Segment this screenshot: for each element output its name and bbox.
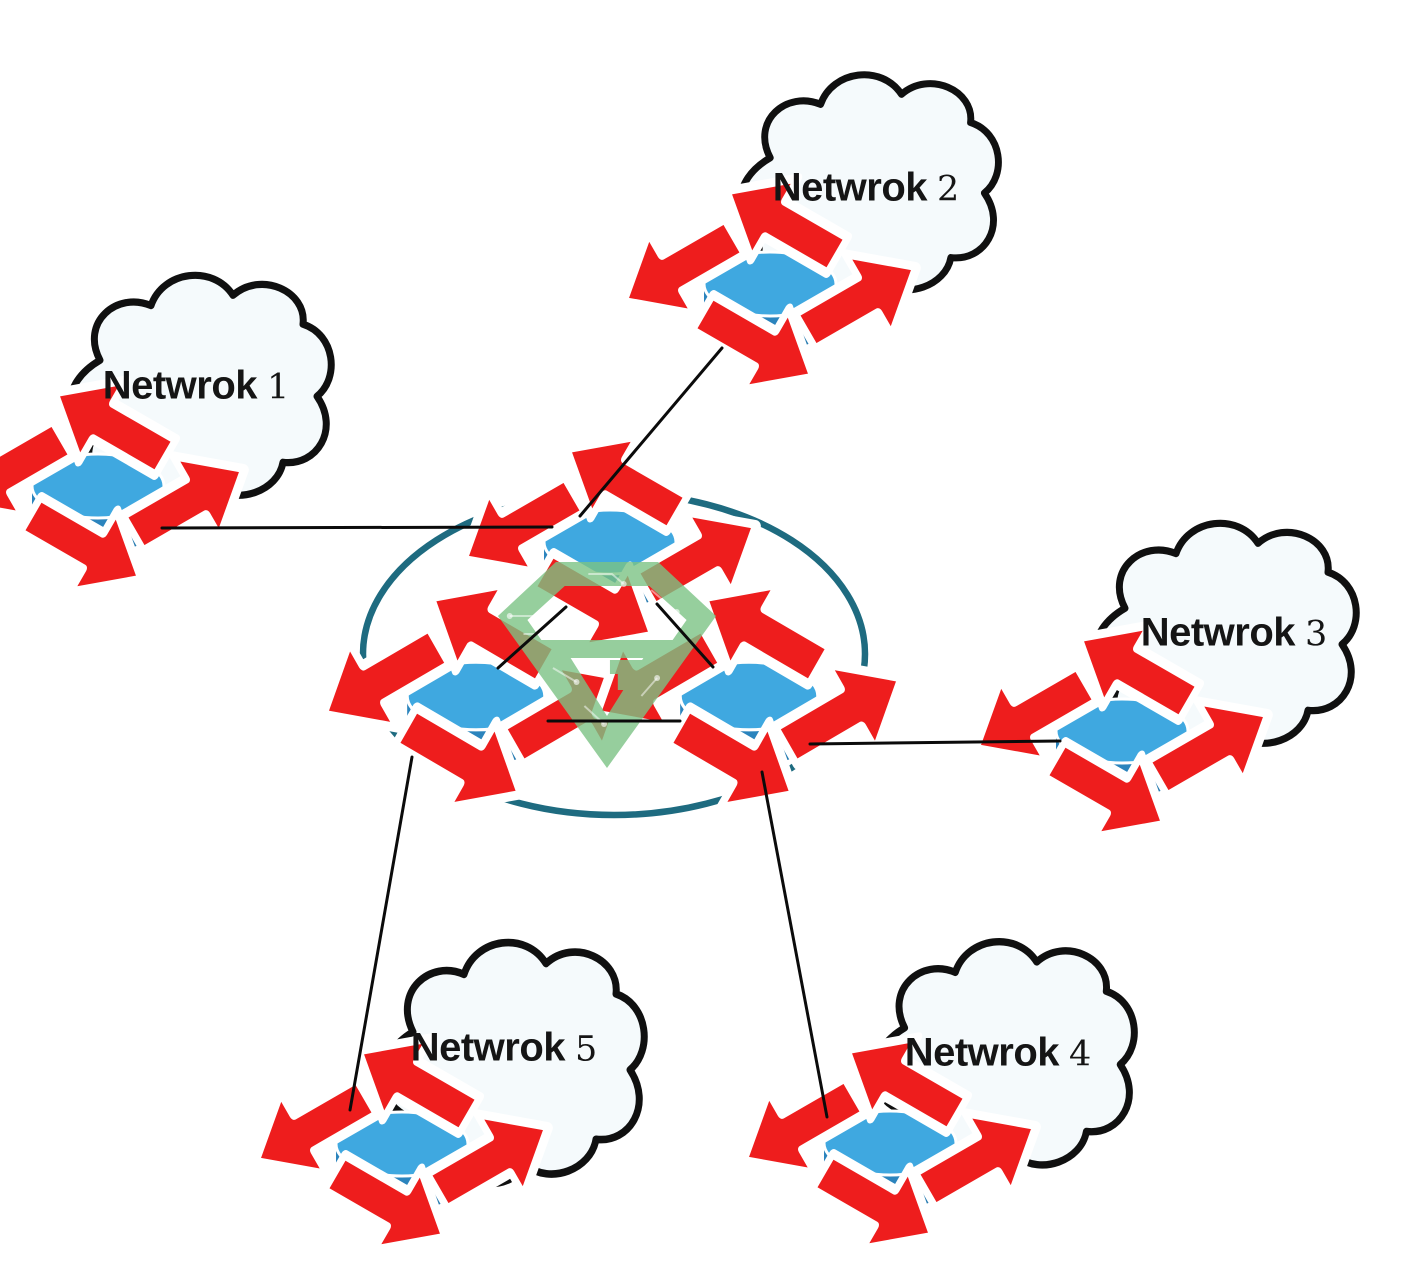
- link-core-top-left: [496, 605, 568, 670]
- link-core-net5: [348, 755, 414, 1112]
- link-net1-core: [160, 525, 554, 530]
- link-core-net3: [808, 739, 1062, 746]
- link-net2-core: [578, 346, 724, 518]
- link-lines: [160, 346, 1062, 1119]
- link-core-top-right: [655, 602, 715, 669]
- link-core-net4: [760, 770, 829, 1119]
